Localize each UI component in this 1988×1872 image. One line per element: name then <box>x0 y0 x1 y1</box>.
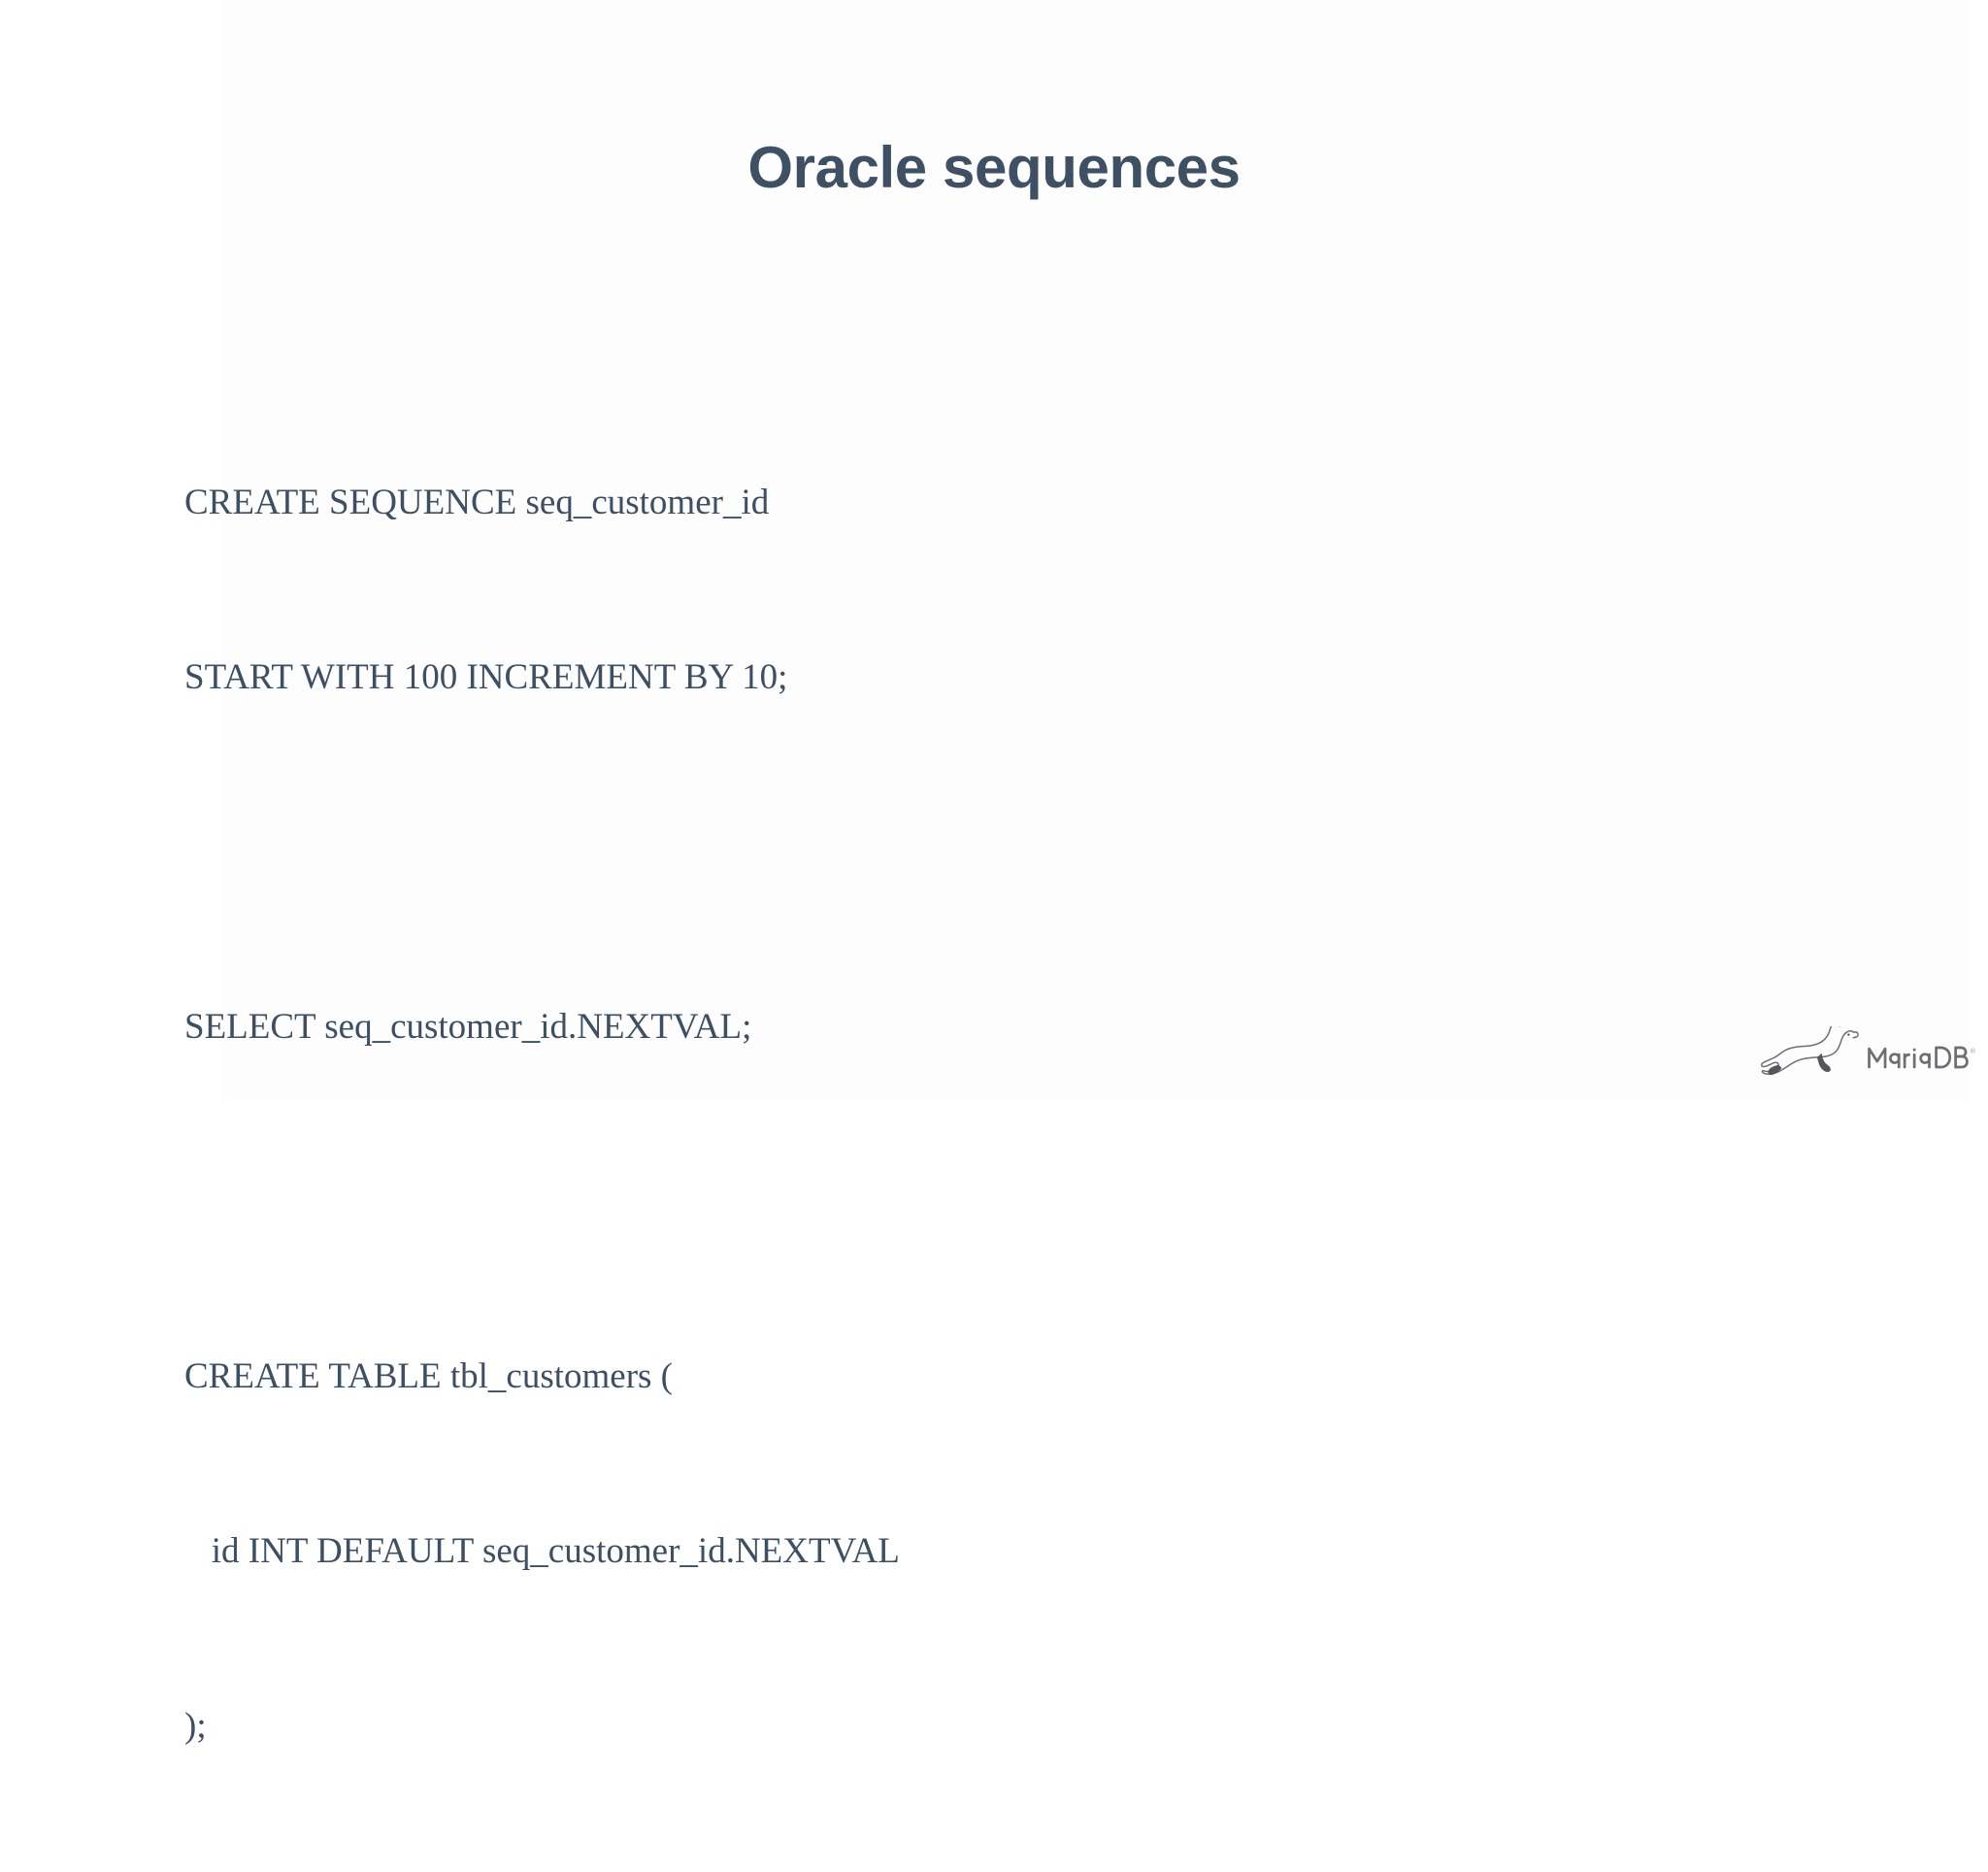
code-line: ); <box>184 1706 207 1746</box>
sea-lion-icon <box>1760 1026 1859 1076</box>
code-line: SELECT seq_customer_id.NEXTVAL; <box>184 1007 752 1047</box>
code-line: CREATE SEQUENCE seq_customer_id <box>184 483 770 522</box>
code-line: CREATE TABLE tbl_customers ( <box>184 1356 674 1396</box>
code-line: id INT DEFAULT seq_customer_id.NEXTVAL <box>184 1531 900 1571</box>
page-title: Oracle sequences <box>747 135 1241 200</box>
code-block: CREATE SEQUENCE seq_customer_id START WI… <box>184 357 1446 1872</box>
slide-canvas: Oracle sequences CREATE SEQUENCE seq_cus… <box>184 135 1975 1746</box>
mariadb-wordmark: ® <box>1868 1046 1975 1069</box>
trademark-symbol: ® <box>1971 1047 1975 1054</box>
mariadb-logo: ® <box>1759 1023 1975 1091</box>
code-line-blank <box>184 1173 1446 1231</box>
code-line: START WITH 100 INCREMENT BY 10; <box>184 657 788 697</box>
code-line-blank <box>184 823 1446 882</box>
